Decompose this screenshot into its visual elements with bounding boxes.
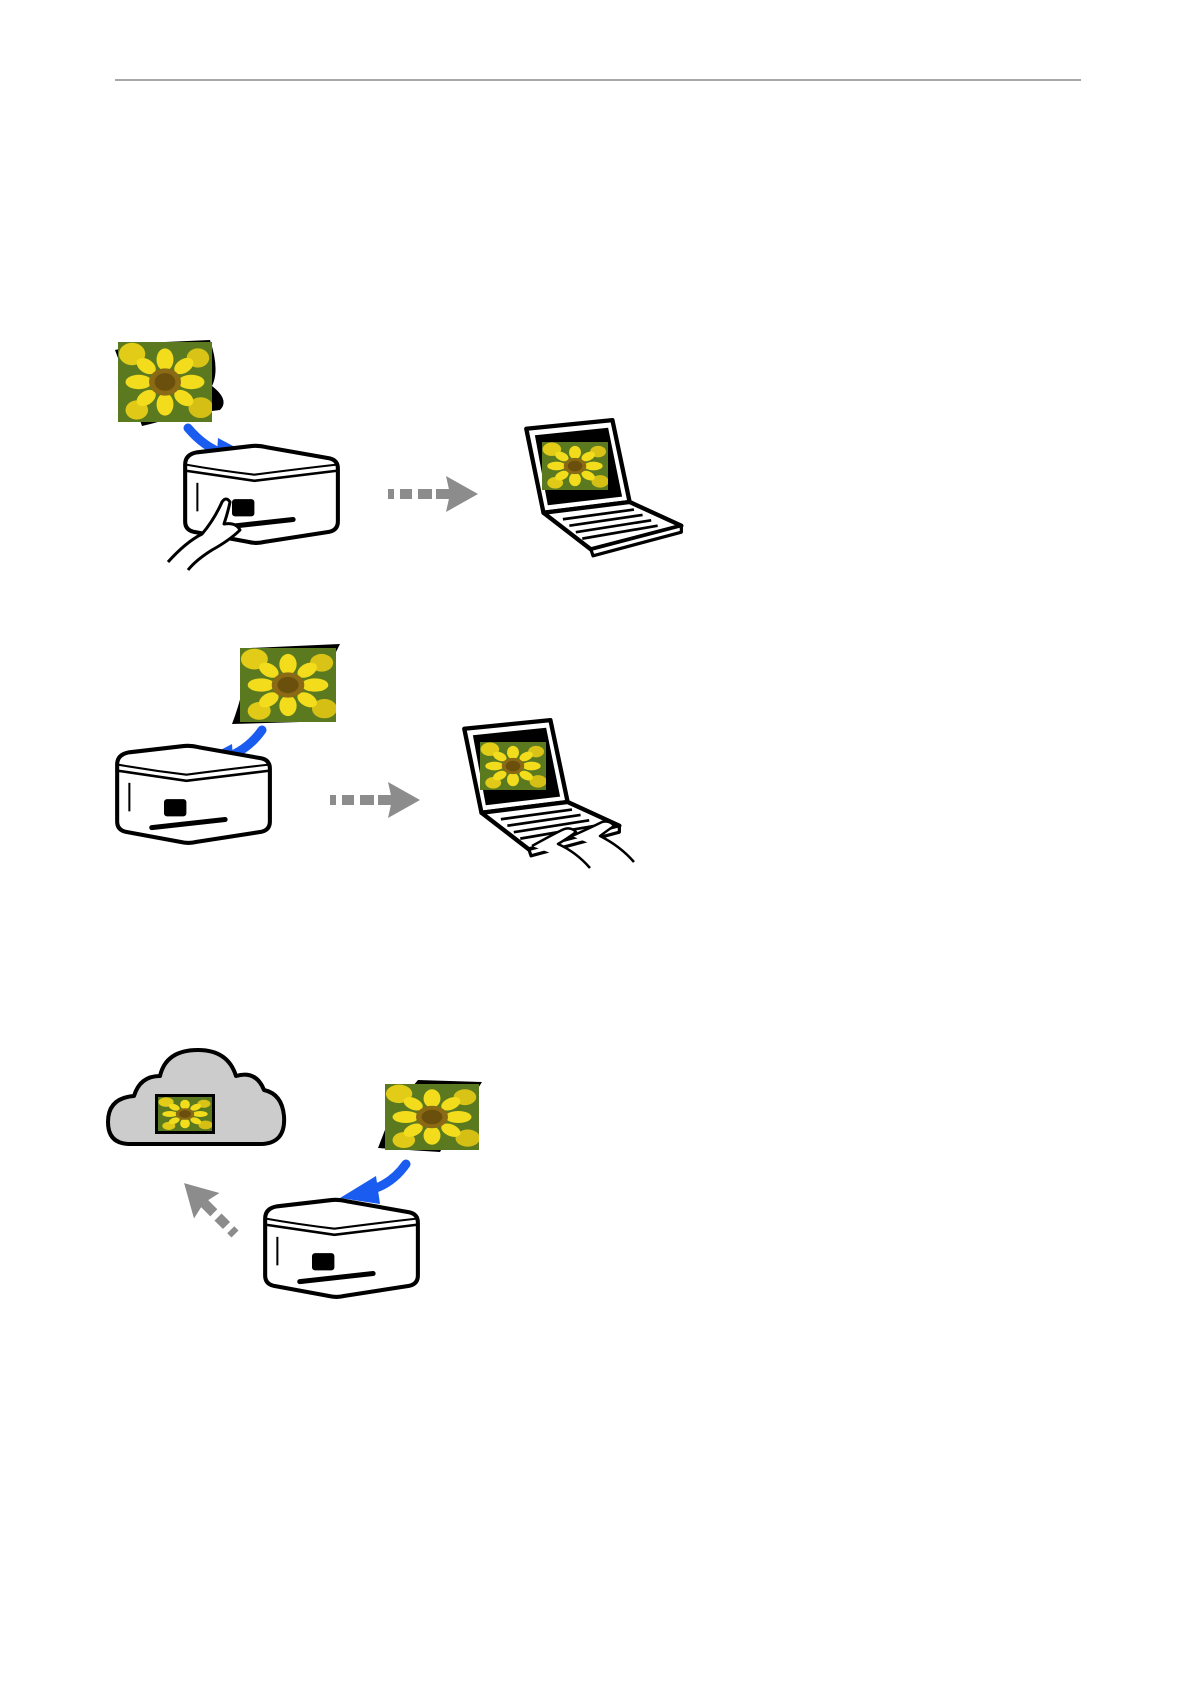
dashed-arrow-icon — [171, 1170, 247, 1246]
figure-scan-from-computer — [100, 640, 660, 890]
photo-icon — [378, 1080, 482, 1152]
scanner-icon — [265, 1200, 418, 1297]
dashed-arrow-icon — [330, 782, 420, 818]
cloud-icon — [108, 1050, 284, 1144]
header-rule — [115, 79, 1081, 81]
figure-scan-to-cloud — [100, 1040, 500, 1330]
figure-scan-to-computer-by-panel — [100, 330, 700, 590]
laptop-with-hands-icon — [464, 720, 634, 868]
dashed-arrow-icon — [388, 476, 478, 512]
photo-icon — [115, 340, 224, 426]
blue-arrow-icon — [340, 1164, 406, 1204]
scanner-icon — [117, 746, 270, 843]
laptop-icon — [526, 420, 681, 556]
photo-icon — [232, 644, 340, 724]
